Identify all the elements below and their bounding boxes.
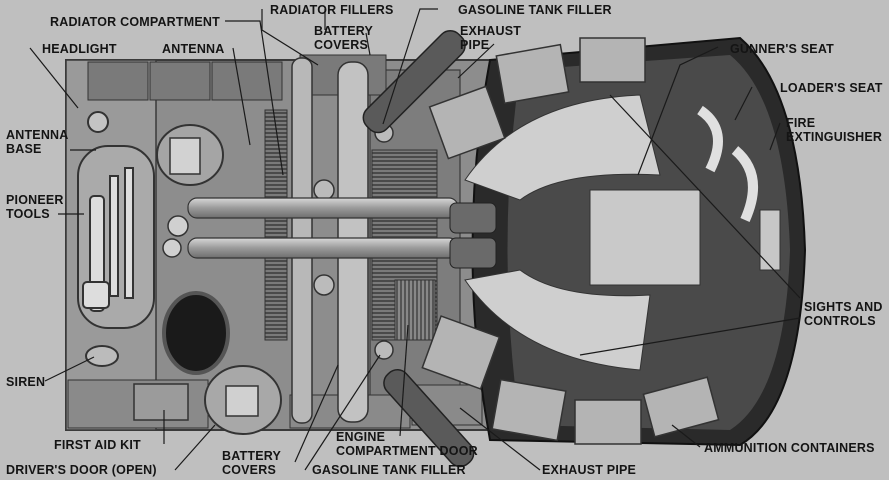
- label-gasoline-tank-filler-top: GASOLINE TANK FILLER: [458, 3, 612, 17]
- loaders-seat: [731, 146, 758, 223]
- gun-breech: [589, 189, 701, 286]
- label-fire-extinguisher: FIRE EXTINGUISHER: [786, 116, 882, 144]
- label-exhaust-pipe-bottom: EXHAUST PIPE: [542, 463, 637, 477]
- label-engine-compartment-door: ENGINE COMPARTMENT DOOR: [336, 430, 478, 458]
- label-sights-and-controls-line2: CONTROLS: [804, 314, 876, 328]
- label-gunners-seat: GUNNER'S SEAT: [730, 42, 834, 56]
- first-aid-kit: [133, 383, 189, 421]
- label-pioneer-tools-line1: PIONEER: [6, 193, 64, 207]
- engine-compartment-door-panel: [394, 279, 436, 341]
- label-gasoline-tank-filler-bottom: GASOLINE TANK FILLER: [312, 463, 466, 477]
- label-antenna-base: ANTENNA BASE: [6, 128, 69, 156]
- label-pioneer-tools-line2: TOOLS: [6, 207, 50, 221]
- label-battery-covers-top-line2: COVERS: [314, 38, 368, 52]
- label-exhaust-pipe-top: EXHAUST PIPE: [460, 24, 521, 52]
- radiator-grill: [264, 109, 288, 341]
- label-headlight: HEADLIGHT: [42, 42, 117, 56]
- drivers-hatch-opening: [162, 291, 230, 375]
- main-guns: [162, 197, 497, 269]
- leader-lines: [29, 8, 801, 471]
- label-battery-covers-bottom: BATTERY COVERS: [222, 449, 281, 477]
- label-loaders-seat: LOADER'S SEAT: [780, 81, 883, 95]
- label-sights-and-controls: SIGHTS AND CONTROLS: [804, 300, 883, 328]
- label-exhaust-pipe-top-line1: EXHAUST: [460, 24, 522, 38]
- label-siren: SIREN: [6, 375, 46, 389]
- label-pioneer-tools: PIONEER TOOLS: [6, 193, 64, 221]
- label-battery-covers-top-line1: BATTERY: [314, 24, 374, 38]
- label-radiator-fillers: RADIATOR FILLERS: [270, 3, 394, 17]
- exhaust-pipe-bottom: [383, 369, 475, 468]
- label-ammunition-containers: AMMUNITION CONTAINERS: [704, 441, 875, 455]
- label-fire-extinguisher-line2: EXTINGUISHER: [786, 130, 883, 144]
- label-battery-covers-bottom-line1: BATTERY: [222, 449, 282, 463]
- headlight: [87, 111, 109, 133]
- label-drivers-door: DRIVER'S DOOR (OPEN): [6, 463, 157, 477]
- label-antenna-base-line1: ANTENNA: [6, 128, 69, 142]
- label-radiator-compartment: RADIATOR COMPARTMENT: [50, 15, 220, 29]
- battery-cover-1: [313, 179, 335, 201]
- battery-cover-2: [313, 274, 335, 296]
- gunners-seat: [696, 105, 723, 173]
- label-engine-compartment-door-line1: ENGINE: [336, 430, 386, 444]
- siren: [85, 345, 119, 367]
- label-sights-and-controls-line1: SIGHTS AND: [804, 300, 883, 314]
- label-antenna-base-line2: BASE: [6, 142, 42, 156]
- label-exhaust-pipe-top-line2: PIPE: [460, 38, 490, 52]
- label-battery-covers-bottom-line2: COVERS: [222, 463, 276, 477]
- gas-filler-cap-bottom: [374, 340, 394, 360]
- pioneer-tools: [82, 167, 134, 312]
- fire-extinguisher: [759, 209, 781, 271]
- label-first-aid-kit: FIRST AID KIT: [54, 438, 141, 452]
- label-battery-covers-top: BATTERY COVERS: [314, 24, 373, 52]
- label-fire-extinguisher-line1: FIRE: [786, 116, 816, 130]
- label-antenna: ANTENNA: [162, 42, 225, 56]
- ammunition-containers: [421, 37, 720, 445]
- label-engine-compartment-door-line2: COMPARTMENT DOOR: [336, 444, 478, 458]
